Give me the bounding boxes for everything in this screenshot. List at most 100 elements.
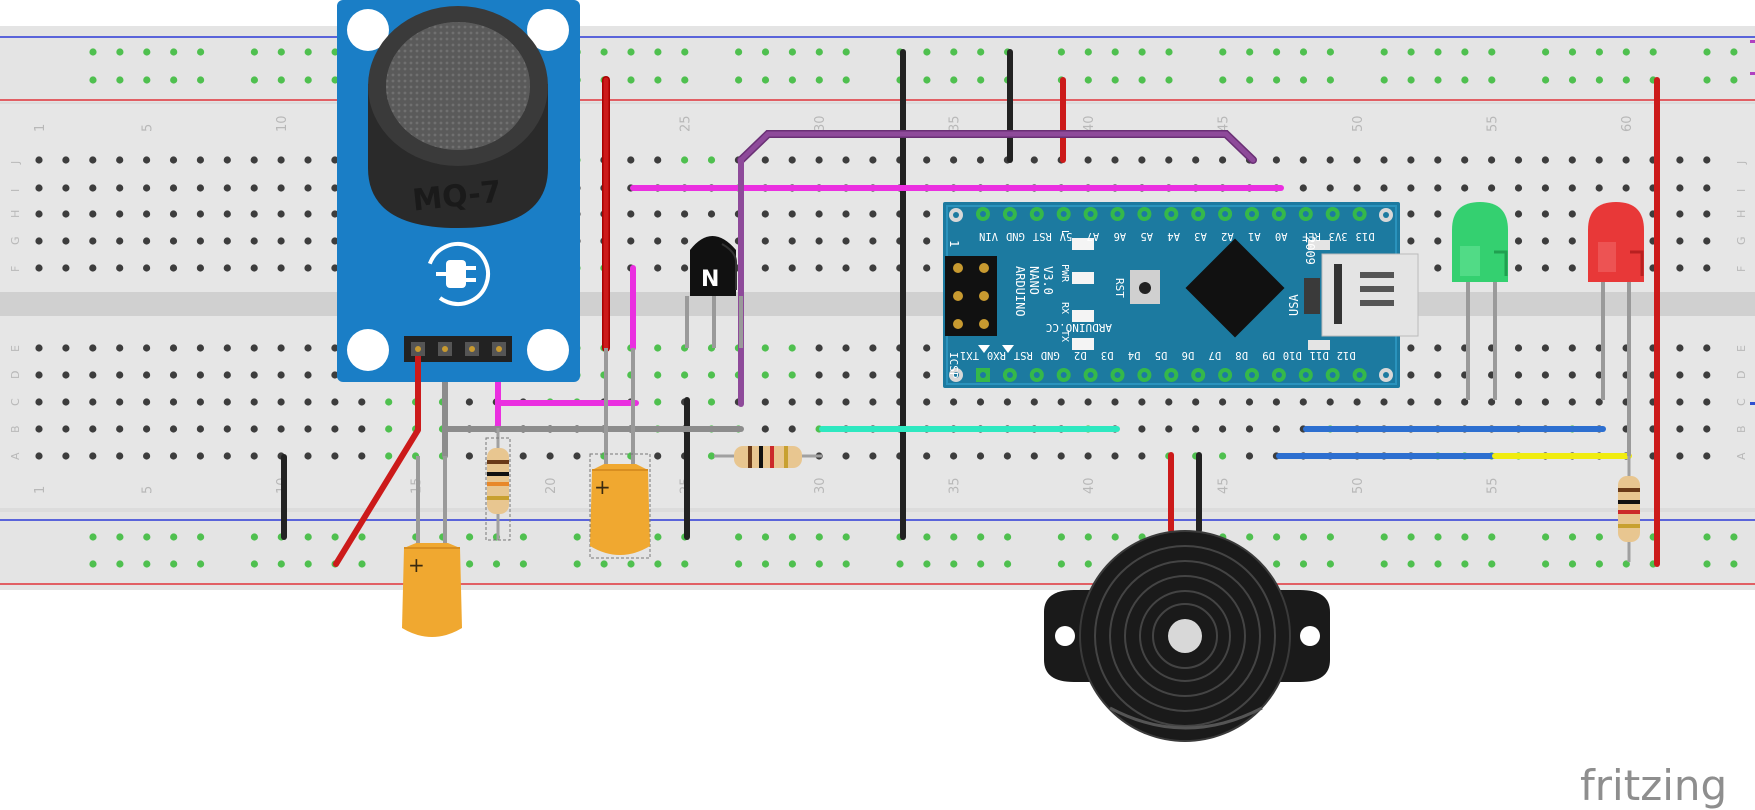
breadboard-hole xyxy=(1219,156,1227,164)
nano-led xyxy=(1072,338,1094,350)
breadboard-hole xyxy=(304,425,312,433)
breadboard-hole xyxy=(116,184,124,192)
nano-board[interactable] xyxy=(943,202,1400,388)
breadboard-hole xyxy=(761,425,769,433)
column-number: 1 xyxy=(33,124,48,132)
rail-hole xyxy=(466,533,474,541)
breadboard-hole xyxy=(465,452,473,460)
rail-hole xyxy=(977,533,985,541)
nano-pin-label-bottom: D9 xyxy=(1262,349,1275,361)
rail-hole xyxy=(788,76,797,84)
capacitor-center[interactable]: + xyxy=(589,348,651,559)
breadboard-hole xyxy=(788,425,796,433)
breadboard-hole xyxy=(89,210,97,218)
breadboard-hole xyxy=(869,264,877,272)
breadboard-hole xyxy=(1057,452,1065,460)
rail-hole xyxy=(1380,76,1388,84)
breadboard-hole xyxy=(116,210,124,218)
breadboard-hole xyxy=(1165,425,1173,433)
rail-hole xyxy=(735,560,743,568)
capacitor-left[interactable]: + xyxy=(402,456,462,637)
breadboard-hole xyxy=(1434,237,1442,245)
row-letter: C xyxy=(9,398,22,406)
nano-maker: ARDUINO.CC xyxy=(1046,321,1112,334)
mq7-header-pins xyxy=(404,336,512,362)
breadboard-hole xyxy=(35,425,43,433)
mq7-sensor-module[interactable]: MQ-7 xyxy=(337,0,580,430)
rail-hole xyxy=(1595,48,1603,56)
rail-hole xyxy=(1138,48,1146,56)
breadboard-hole xyxy=(1568,264,1576,272)
breadboard-hole xyxy=(654,371,662,379)
rail-hole xyxy=(1407,533,1415,541)
breadboard-hole xyxy=(1488,398,1496,406)
column-number: 60 xyxy=(1620,115,1635,132)
rail-hole xyxy=(1111,533,1119,541)
rail-hole xyxy=(197,76,205,84)
column-number: 55 xyxy=(1486,477,1501,494)
rail-hole xyxy=(923,76,931,84)
wire-red[interactable] xyxy=(333,427,421,567)
breadboard-hole xyxy=(358,425,366,433)
column-number: 1 xyxy=(33,486,48,494)
column-number: 25 xyxy=(679,115,694,132)
breadboard-hole xyxy=(1676,371,1684,379)
breadboard-hole xyxy=(788,237,796,245)
breadboard-hole xyxy=(35,264,43,272)
breadboard-hole xyxy=(923,156,931,164)
rail-hole xyxy=(681,48,689,56)
nano-led-label: L xyxy=(1059,230,1070,236)
row-letter: E xyxy=(1735,345,1748,352)
breadboard-hole xyxy=(223,344,231,352)
rail-hole xyxy=(681,76,689,84)
led-red[interactable] xyxy=(1588,202,1644,456)
rail-hole xyxy=(277,76,285,84)
rail-hole xyxy=(1461,533,1469,541)
column-number: 5 xyxy=(141,124,156,132)
breadboard-hole xyxy=(169,452,178,460)
breadboard-hole xyxy=(1703,264,1711,272)
wire-purple[interactable] xyxy=(738,131,1256,163)
breadboard-hole xyxy=(169,184,178,192)
rail-hole xyxy=(950,76,958,84)
breadboard-hole xyxy=(277,425,285,433)
breadboard-hole xyxy=(1461,184,1469,192)
breadboard-hole xyxy=(304,398,312,406)
rail-hole xyxy=(1380,560,1388,568)
nano-icsp-pin1: 1 xyxy=(947,240,961,247)
breadboard-hole xyxy=(331,237,339,245)
breadboard-hole xyxy=(1326,156,1334,164)
rail-hole xyxy=(788,560,797,568)
power-rail-bottom xyxy=(0,512,1755,590)
breadboard-hole xyxy=(196,156,204,164)
rail-hole xyxy=(654,533,662,541)
breadboard-hole xyxy=(385,425,393,433)
rail-hole xyxy=(1246,48,1254,56)
rail-hole xyxy=(1273,560,1281,568)
rail-hole xyxy=(735,533,743,541)
breadboard-hole xyxy=(223,184,231,192)
breadboard-hole xyxy=(1138,425,1146,433)
resistor-led[interactable] xyxy=(1618,456,1640,562)
rail-hole xyxy=(143,560,151,568)
breadboard-hole xyxy=(331,210,339,218)
breadboard-hole xyxy=(1541,156,1549,164)
breadboard-hole xyxy=(1407,156,1415,164)
arrow-icon xyxy=(1002,345,1014,353)
nano-led xyxy=(1072,238,1094,250)
rail-hole xyxy=(1434,533,1442,541)
resistor-horizontal[interactable] xyxy=(714,446,822,468)
breadboard-hole xyxy=(196,452,204,460)
nano-pin-label-top: 3V3 xyxy=(1329,230,1348,242)
led-green[interactable] xyxy=(1452,202,1508,400)
resistor-vertical[interactable] xyxy=(485,428,511,541)
breadboard-hole xyxy=(169,237,178,245)
piezo-buzzer[interactable] xyxy=(1044,530,1330,742)
rail-hole xyxy=(250,533,258,541)
breadboard-hole xyxy=(1111,156,1119,164)
breadboard-hole xyxy=(1514,237,1523,245)
npn-transistor[interactable]: N xyxy=(685,236,743,348)
arrow-icon xyxy=(978,345,990,353)
